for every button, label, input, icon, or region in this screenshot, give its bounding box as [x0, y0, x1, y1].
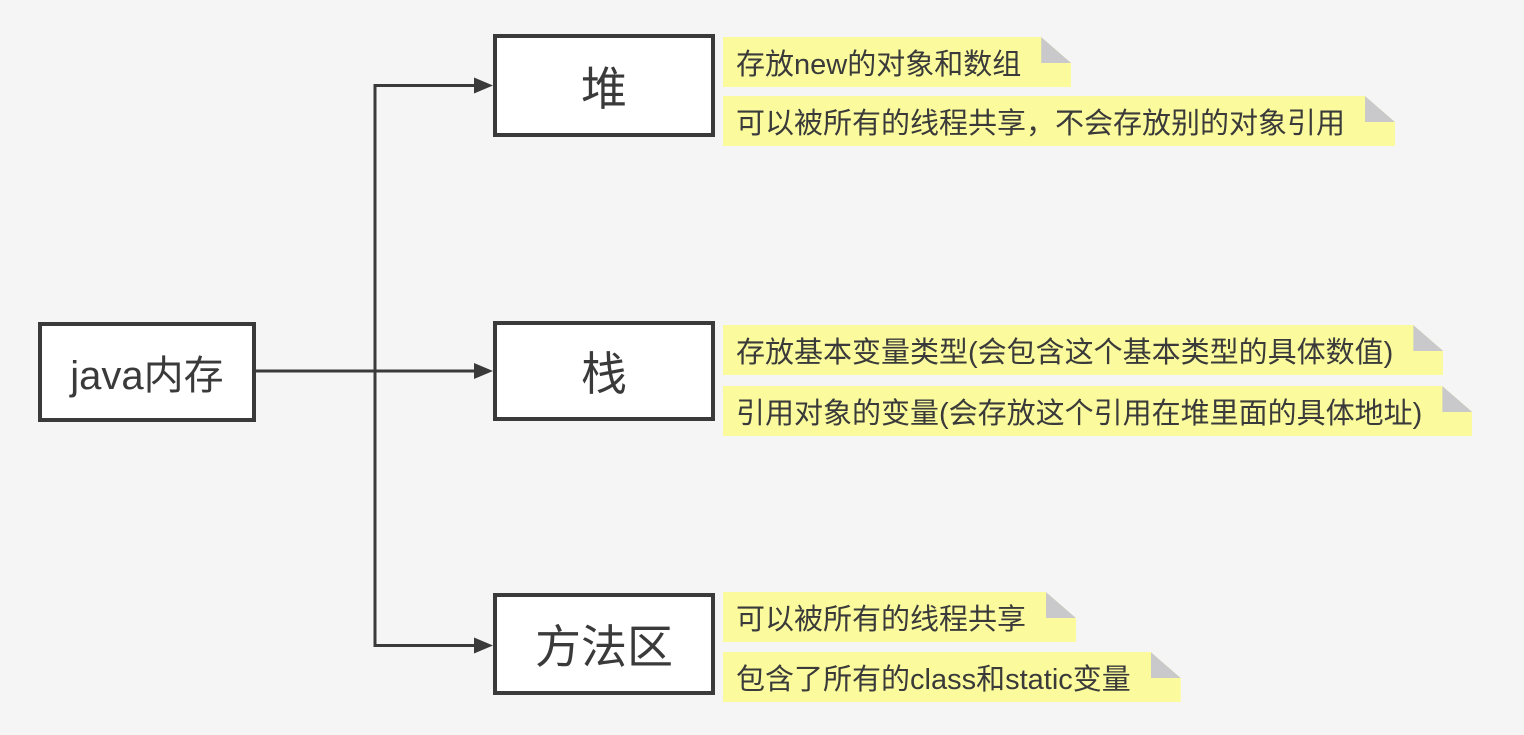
- node-heap[interactable]: 堆: [493, 34, 715, 137]
- note-fold-corner-icon: [1041, 37, 1071, 63]
- note-method-area-2[interactable]: 包含了所有的class和static变量: [723, 652, 1181, 702]
- node-stack[interactable]: 栈: [493, 321, 715, 421]
- note-heap-1-text: 存放new的对象和数组: [736, 49, 1022, 81]
- node-heap-label: 堆: [581, 62, 627, 115]
- node-java-memory[interactable]: java内存: [38, 322, 256, 422]
- arrowhead-stack-icon: [474, 363, 493, 379]
- note-fold-corner-icon: [1151, 652, 1181, 678]
- note-stack-2-text: 引用对象的变量(会存放这个引用在堆里面的具体地址): [736, 398, 1423, 430]
- note-fold-corner-icon: [1046, 592, 1076, 618]
- node-method-area-label: 方法区: [535, 621, 673, 673]
- note-heap-2-text: 可以被所有的线程共享，不会存放别的对象引用: [736, 108, 1346, 140]
- arrowhead-method-area-icon: [474, 637, 493, 654]
- note-method-area-1[interactable]: 可以被所有的线程共享: [723, 592, 1076, 642]
- note-stack-2[interactable]: 引用对象的变量(会存放这个引用在堆里面的具体地址): [723, 386, 1472, 436]
- note-fold-corner-icon: [1413, 325, 1443, 351]
- note-fold-corner-icon: [1442, 386, 1472, 412]
- note-heap-2[interactable]: 可以被所有的线程共享，不会存放别的对象引用: [723, 96, 1395, 146]
- node-java-memory-label: java内存: [70, 354, 224, 398]
- arrowhead-heap-icon: [474, 77, 493, 94]
- note-stack-1[interactable]: 存放基本变量类型(会包含这个基本类型的具体数值): [723, 325, 1443, 375]
- note-method-area-2-text: 包含了所有的class和static变量: [736, 664, 1131, 696]
- note-fold-corner-icon: [1365, 96, 1395, 122]
- note-stack-1-text: 存放基本变量类型(会包含这个基本类型的具体数值): [736, 337, 1394, 369]
- note-heap-1[interactable]: 存放new的对象和数组: [723, 37, 1071, 87]
- node-stack-label: 栈: [581, 348, 627, 400]
- node-method-area[interactable]: 方法区: [493, 593, 715, 695]
- note-method-area-1-text: 可以被所有的线程共享: [736, 604, 1027, 636]
